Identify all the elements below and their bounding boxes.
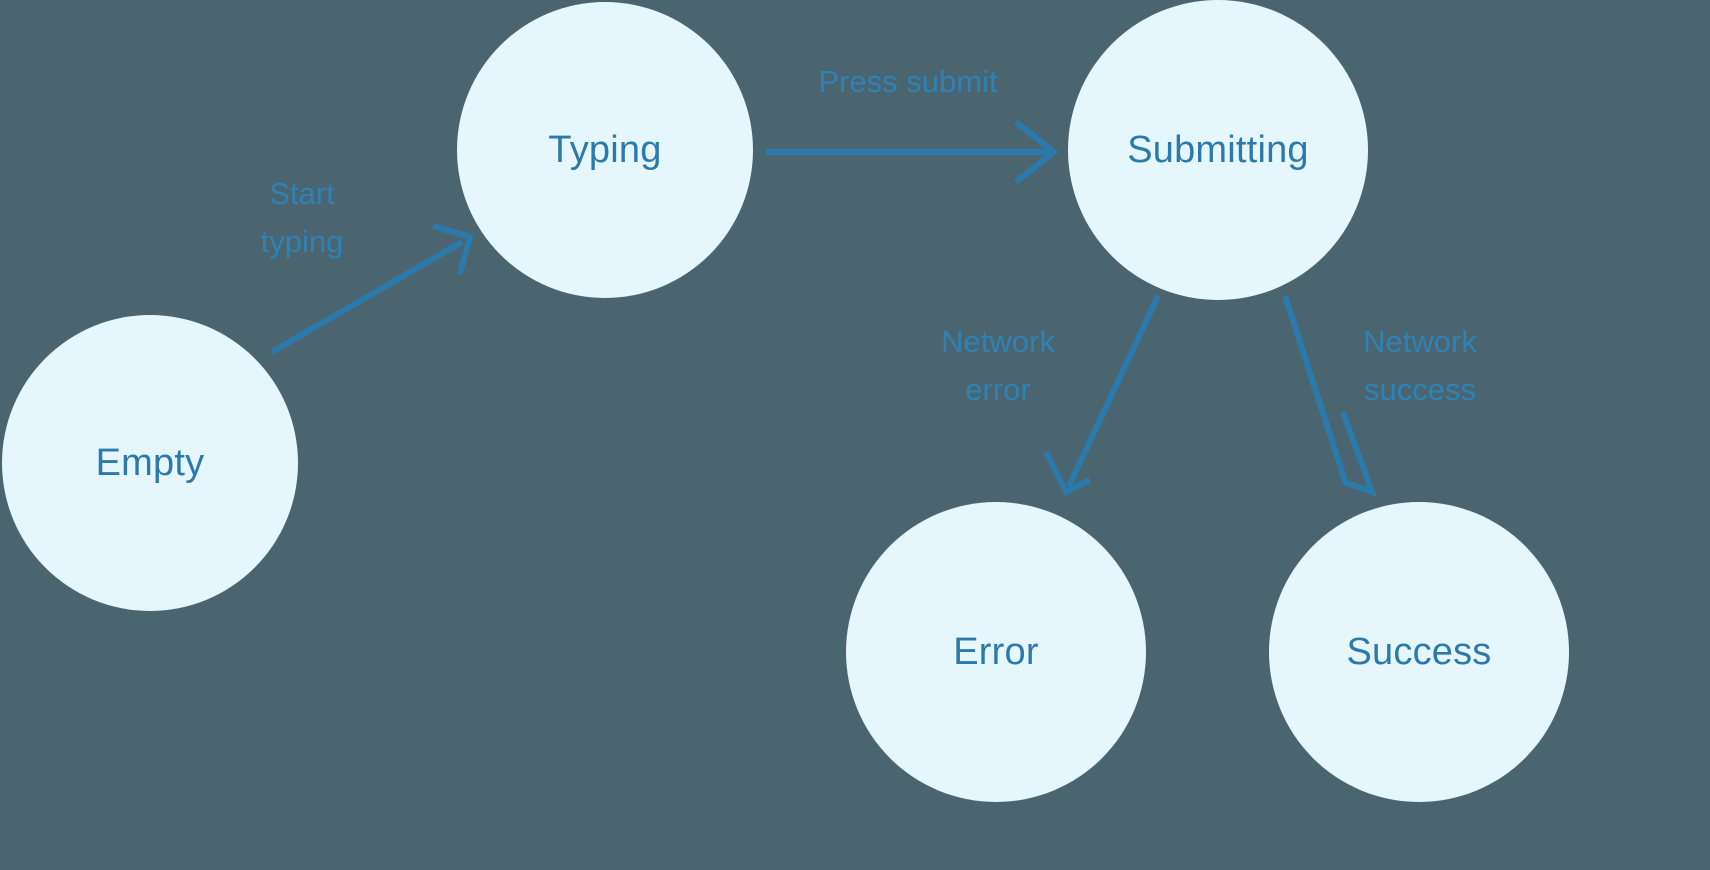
arrowhead-submitting-to-error <box>1043 450 1092 497</box>
edge-submitting-to-success <box>1282 295 1377 497</box>
edge-empty-to-typing <box>270 223 474 355</box>
state-label-success: Success <box>1346 630 1492 673</box>
arrowhead-submitting-to-success <box>1340 410 1377 497</box>
edge-line-submitting-to-error <box>1066 294 1161 488</box>
state-label-error: Error <box>953 630 1039 673</box>
edge-submitting-to-error <box>1043 294 1161 497</box>
edge-line-empty-to-typing <box>270 239 464 355</box>
state-node-empty[interactable]: Empty <box>2 315 298 611</box>
state-node-error[interactable]: Error <box>846 502 1146 802</box>
state-label-empty: Empty <box>95 441 205 484</box>
edge-typing-to-submitting <box>766 119 1059 185</box>
state-label-typing: Typing <box>548 128 662 171</box>
state-label-submitting: Submitting <box>1127 128 1309 171</box>
arrowhead-empty-to-typing <box>432 223 474 275</box>
state-node-typing[interactable]: Typing <box>457 2 753 298</box>
state-node-submitting[interactable]: Submitting <box>1068 0 1368 300</box>
arrowhead-typing-to-submitting <box>1014 119 1059 185</box>
state-node-success[interactable]: Success <box>1269 502 1569 802</box>
edge-line-submitting-to-success <box>1282 295 1349 485</box>
